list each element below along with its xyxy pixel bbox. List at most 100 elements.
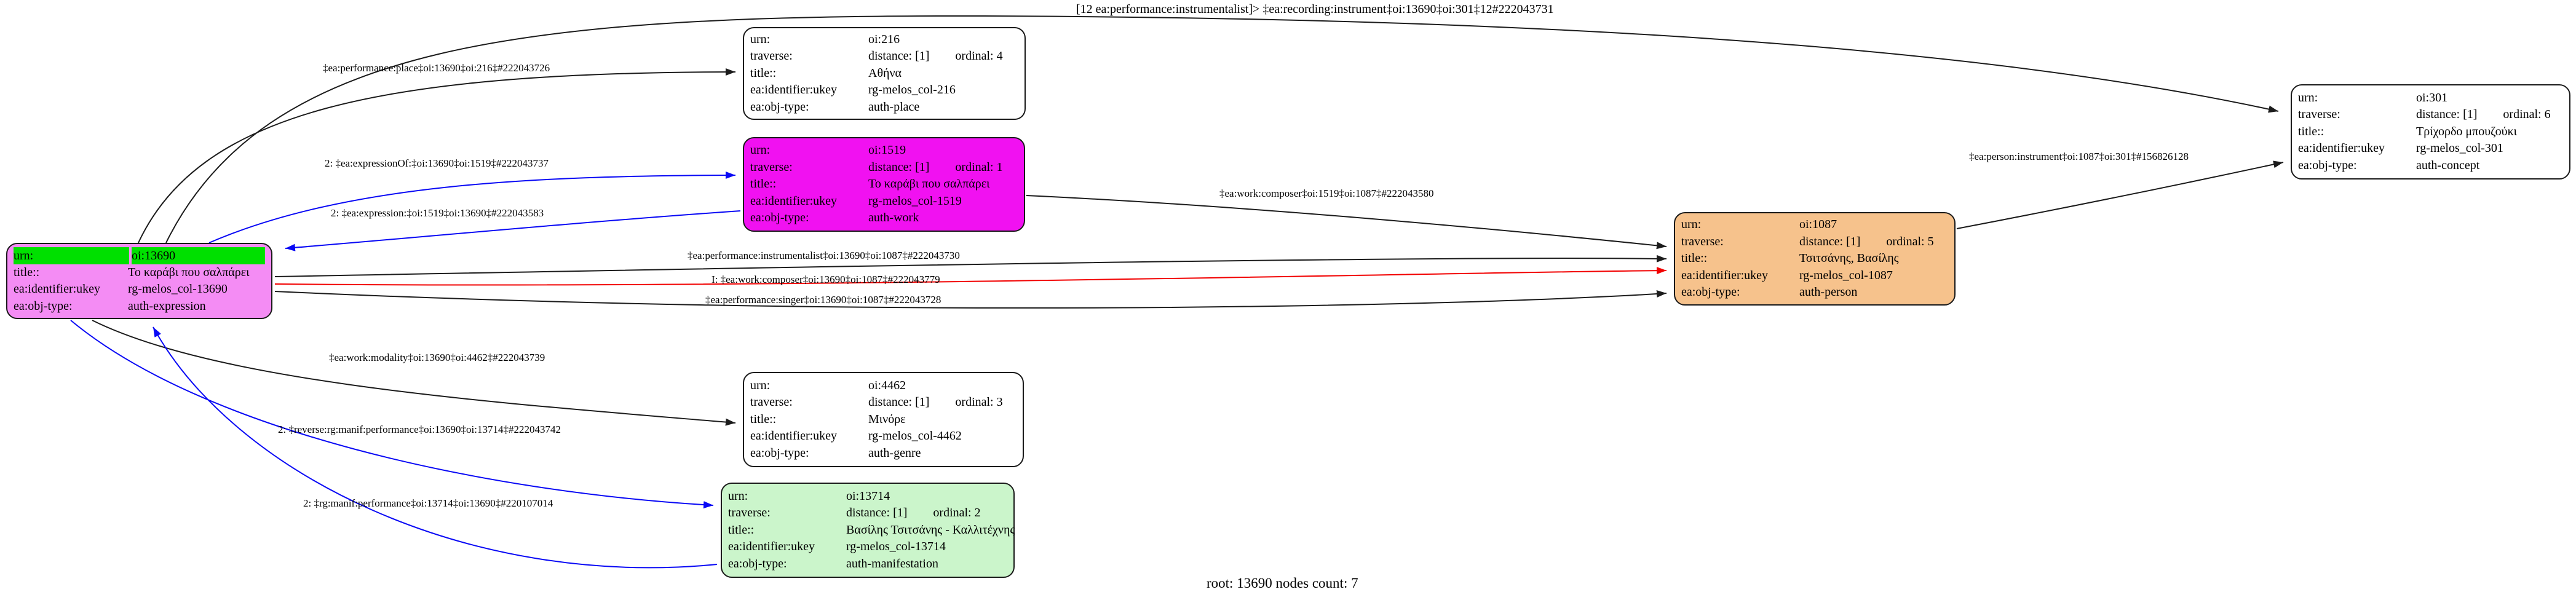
edge-rg-manif-performance-13714-13690 [153,326,718,569]
field-label-title: title:: [1681,251,1708,266]
field-value-ukey: rg-melos_col-216 [868,83,956,97]
field-value-urn: oi:216 [868,32,900,46]
field-value-distance: distance: [1] [868,49,930,63]
field-value-ordinal: ordinal: 2 [933,506,981,520]
node-row: traverse: distance: [1] ordinal: 4 [750,48,1018,65]
field-label-urn: urn: [728,489,748,503]
field-value-ukey: rg-melos_col-4462 [868,429,962,443]
node-row: ea:obj-type: auth-expression [14,298,265,315]
field-label-urn: urn: [750,32,771,46]
field-value-ordinal: ordinal: 5 [1886,234,1934,248]
node-oi-301[interactable]: urn: oi:301 traverse: distance: [1] ordi… [2291,84,2570,180]
field-label-traverse: traverse: [2298,108,2340,122]
node-oi-13690[interactable]: urn: oi:13690 title:: Το καράβι που σαλπ… [6,243,272,319]
node-row: title:: Το καράβι που σαλπάρει [14,264,265,282]
field-value-objtype: auth-work [868,211,919,225]
node-oi-13714[interactable]: urn: oi:13714 traverse: distance: [1] or… [721,483,1015,578]
field-value-title: Βασίλης Τσιτσάνης - Καλλιτέχνης [846,523,1015,537]
edge-reverse-rg-manif-performance-13690-13714 [70,320,714,509]
field-value-objtype: auth-genre [868,446,921,460]
field-label-title: title:: [14,265,40,279]
field-label-title: title:: [2298,124,2324,138]
node-row: traverse: distance: [1] ordinal: 6 [2298,106,2563,124]
field-label-title: title:: [750,177,777,191]
field-value-objtype: auth-manifestation [846,556,938,570]
edge-performance-instrumentalist-13690-1087 [274,255,1667,277]
field-value-ordinal: ordinal: 3 [955,395,1003,409]
node-row: ea:identifier:ukey rg-melos_col-4462 [750,428,1017,445]
field-label-ukey: ea:identifier:ukey [1681,268,1769,282]
node-row: ea:identifier:ukey rg-melos_col-216 [750,82,1018,99]
edge-label-person-instrument: ‡ea:person:instrument‡oi:1087‡oi:301‡#15… [1969,151,2189,162]
node-oi-4462[interactable]: urn: oi:4462 traverse: distance: [1] ord… [743,372,1024,467]
field-label-ukey: ea:identifier:ukey [750,194,838,208]
field-label-urn: urn: [2298,90,2318,105]
field-value-ordinal: ordinal: 1 [955,160,1003,174]
node-row: ea:obj-type: auth-person [1681,284,1948,301]
edge-label-recording-instrument: [12 ea:performance:instrumentalist]> ‡ea… [1076,2,1554,16]
field-label-objtype: ea:obj-type: [750,100,809,114]
field-value-title: Το καράβι που σαλπάρει [868,177,990,191]
field-value-urn: oi:1519 [868,143,906,157]
field-value-ordinal: ordinal: 6 [2503,108,2551,122]
field-value-title: Το καράβι που σαλπάρει [128,265,250,279]
field-value-ukey: rg-melos_col-1519 [868,194,962,208]
field-value-ukey: rg-melos_col-13714 [846,540,946,554]
field-label-title: title:: [728,523,755,537]
field-value-title: Μινόρε [868,412,906,426]
field-label-objtype: ea:obj-type: [1681,285,1740,299]
field-label-urn: urn: [1681,218,1702,232]
field-value-urn: oi:13690 [132,247,265,264]
field-value-urn: oi:4462 [868,378,906,392]
field-value-ukey: rg-melos_col-301 [2416,141,2503,156]
field-label-ukey: ea:identifier:ukey [750,429,838,443]
node-row: urn: oi:301 [2298,90,2563,107]
edge-performance-place-13690-216 [138,68,736,243]
field-value-ukey: rg-melos_col-1087 [1799,268,1893,282]
edge-work-modality-13690-4462 [92,320,736,426]
node-row: ea:identifier:ukey rg-melos_col-1519 [750,193,1018,210]
edge-label-performance-instrumentalist: ‡ea:performance:instrumentalist‡oi:13690… [688,250,960,261]
node-row: ea:obj-type: auth-concept [2298,157,2563,175]
field-value-distance: distance: [1] [868,395,930,409]
node-oi-1519[interactable]: urn: oi:1519 traverse: distance: [1] ord… [743,137,1025,232]
node-row: ea:identifier:ukey rg-melos_col-301 [2298,140,2563,157]
edge-label-performance-place: ‡ea:performance:place‡oi:13690‡oi:216‡#2… [323,62,550,74]
node-row: urn: oi:1087 [1681,216,1948,234]
field-value-distance: distance: [1] [1799,234,1861,248]
field-value-ukey: rg-melos_col-13690 [128,282,228,296]
edge-label-work-composer-1519: ‡ea:work:composer‡oi:1519‡oi:1087‡#22204… [1219,188,1434,199]
field-label-urn: urn: [750,143,771,157]
field-label-traverse: traverse: [750,395,793,409]
field-label-traverse: traverse: [750,49,793,63]
edge-expression-1519-13690 [285,210,741,251]
edge-recording-instrument-13690-301 [165,15,2279,243]
field-value-ordinal: ordinal: 4 [955,49,1003,63]
field-value-title: Αθήνα [868,66,902,80]
edge-work-composer-13690-1087 [274,267,1667,286]
field-value-urn: oi:1087 [1799,218,1837,232]
edge-work-composer-1519-1087 [1026,195,1667,250]
edge-label-performance-singer: ‡ea:performance:singer‡oi:13690‡oi:1087‡… [705,294,941,306]
node-row: urn: oi:13690 [14,247,265,264]
root-summary-text: root: 13690 nodes count: 7 [1207,575,1358,591]
node-oi-1087[interactable]: urn: oi:1087 traverse: distance: [1] ord… [1674,212,1956,306]
field-value-objtype: auth-person [1799,285,1858,299]
field-value-title: Τρίχορδο μπουζούκι [2416,124,2518,138]
field-label-title: title:: [750,66,777,80]
edge-label-expressionOf: 2: ‡ea:expressionOf:‡oi:13690‡oi:1519‡#2… [325,157,549,169]
node-oi-216[interactable]: urn: oi:216 traverse: distance: [1] ordi… [743,27,1026,120]
field-value-objtype: auth-place [868,100,920,114]
edge-label-rg-manif-performance: 2: ‡rg:manif:performance‡oi:13714‡oi:136… [303,497,553,509]
field-label-urn: urn: [14,247,129,264]
node-row: traverse: distance: [1] ordinal: 5 [1681,234,1948,251]
node-row: ea:identifier:ukey rg-melos_col-1087 [1681,267,1948,285]
field-label-traverse: traverse: [728,506,771,520]
node-row: ea:identifier:ukey rg-melos_col-13690 [14,281,265,298]
node-row: ea:obj-type: auth-place [750,99,1018,116]
field-label-ukey: ea:identifier:ukey [750,83,838,97]
node-row: traverse: distance: [1] ordinal: 2 [728,505,1007,522]
node-row: title:: Τσιτσάνης, Βασίλης [1681,250,1948,267]
